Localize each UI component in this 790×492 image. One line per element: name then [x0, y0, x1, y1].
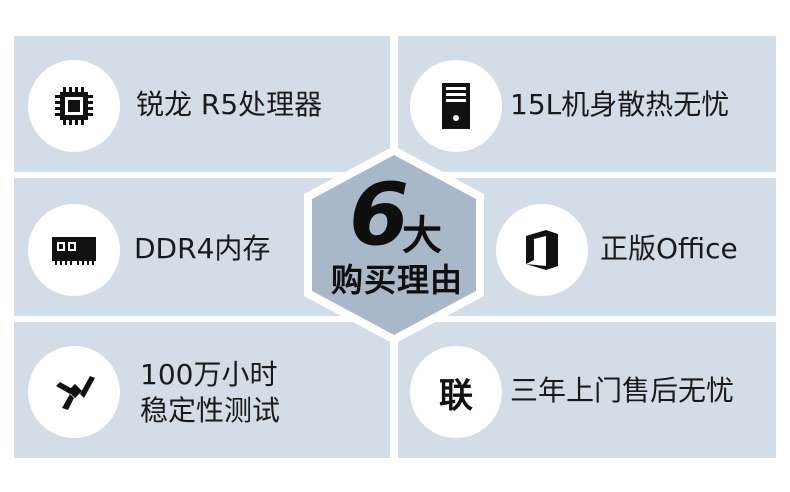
feature-label-chassis: 15L机身散热无忧: [510, 88, 730, 121]
feature-label-office: 正版Office: [600, 232, 738, 265]
cpu-chip-icon: [52, 84, 96, 128]
stability-test-icon: [50, 368, 98, 416]
feature-label-warranty: 三年上门售后无忧: [510, 374, 735, 407]
memory-module-icon: [51, 234, 97, 266]
cpu-icon-circle: [28, 60, 120, 152]
feature-label-cpu: 锐龙 R5处理器: [136, 88, 323, 121]
memory-icon-circle: [28, 204, 120, 296]
warranty-icon-circle: 联: [410, 346, 502, 438]
feature-label-memory: DDR4内存: [134, 232, 271, 265]
center-number: 6: [349, 165, 409, 265]
center-subtitle: 购买理由: [330, 261, 463, 299]
chassis-icon-circle: [410, 60, 502, 152]
office-icon-circle: [496, 204, 588, 296]
office-logo-icon: [524, 228, 560, 272]
feature-label-stability-line2: 稳定性测试: [140, 394, 281, 427]
stability-icon-circle: [28, 346, 120, 438]
pc-tower-icon: [439, 82, 473, 130]
center-big-char: 大: [402, 213, 442, 259]
feature-label-stability-line1: 100万小时: [140, 358, 278, 391]
lenovo-lian-icon: 联: [439, 375, 473, 416]
